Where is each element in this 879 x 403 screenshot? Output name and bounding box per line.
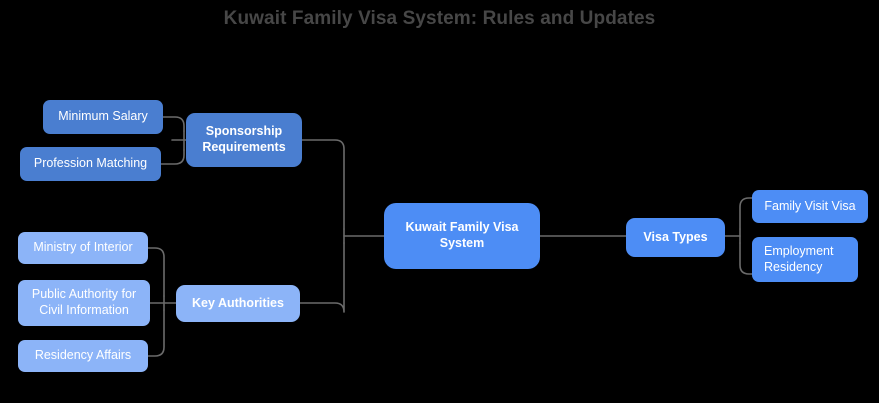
node-label: Minimum Salary: [58, 109, 148, 124]
node-label: Kuwait Family Visa System: [405, 220, 519, 250]
node-label: Family Visit Visa: [764, 198, 856, 213]
node-label: Residency Affairs: [34, 348, 132, 363]
node-label: Employment Residency: [764, 243, 834, 274]
page-title: Kuwait Family Visa System: Rules and Upd…: [223, 8, 656, 29]
node-visa-types[interactable]: Visa Types: [626, 218, 725, 257]
node-label: Profession Matching: [33, 156, 148, 171]
node-profession-matching[interactable]: Profession Matching: [20, 147, 161, 181]
node-family-visit-visa[interactable]: Family Visit Visa: [752, 190, 868, 223]
node-root-kuwait-family-visa-system[interactable]: Kuwait Family Visa System: [384, 203, 540, 269]
node-employment-residency[interactable]: Employment Residency: [752, 237, 858, 282]
node-residency-affairs[interactable]: Residency Affairs: [18, 340, 148, 372]
node-minimum-salary[interactable]: Minimum Salary: [43, 100, 163, 134]
node-sponsorship-requirements[interactable]: Sponsorship Requirements: [186, 113, 302, 167]
node-label: Ministry of Interior: [33, 240, 133, 255]
node-public-authority-for-civil-information[interactable]: Public Authority for Civil Information: [18, 280, 150, 326]
node-label: Sponsorship Requirements: [202, 124, 286, 154]
node-key-authorities[interactable]: Key Authorities: [176, 285, 300, 322]
node-label: Visa Types: [643, 229, 708, 244]
node-label: Public Authority for Civil Information: [31, 287, 137, 317]
node-label: Key Authorities: [192, 295, 284, 310]
node-ministry-of-interior[interactable]: Ministry of Interior: [18, 232, 148, 264]
